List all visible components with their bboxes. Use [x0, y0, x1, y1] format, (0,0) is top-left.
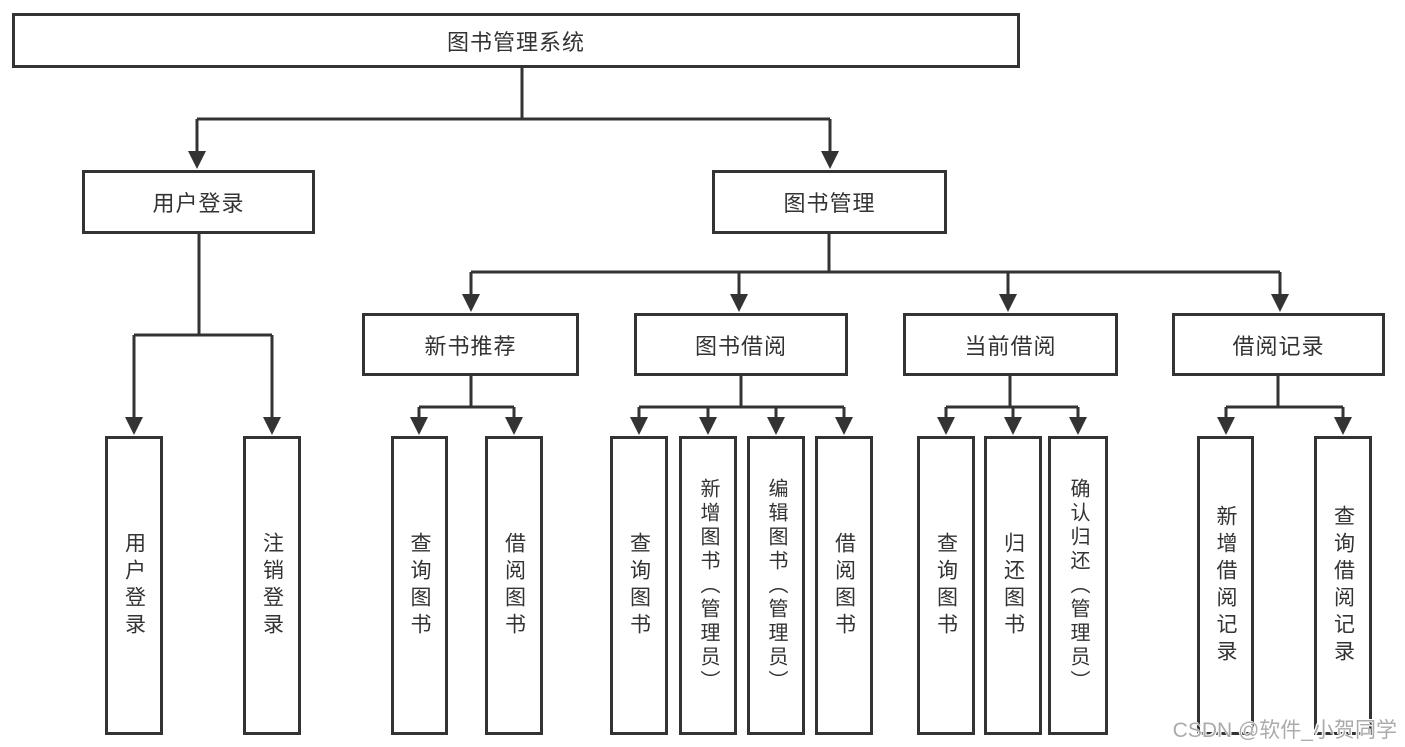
leaf-return-books: 归还图书 — [984, 436, 1042, 735]
node-label: 借阅记录 — [1232, 333, 1325, 359]
node-label: 新书推荐 — [424, 333, 517, 359]
node-label: 确认归还（管理员） — [1067, 477, 1089, 694]
leaf-borrow-books-2: 借阅图书 — [815, 436, 873, 735]
node-book-borrow: 图书借阅 — [634, 313, 848, 376]
node-label: 图书管理 — [783, 191, 876, 216]
node-label: 用户登录 — [152, 191, 245, 216]
node-book-management: 图书管理 — [712, 170, 947, 234]
node-label: 新增借阅记录 — [1214, 504, 1237, 667]
node-label: 用户登录 — [122, 531, 146, 640]
leaf-add-borrow-record: 新增借阅记录 — [1197, 436, 1254, 735]
leaf-query-books-1: 查询图书 — [391, 436, 448, 735]
edge-arrowheads — [125, 151, 1352, 435]
node-label: 当前借阅 — [964, 333, 1057, 359]
leaf-edit-books-admin: 编辑图书（管理员） — [747, 436, 805, 735]
node-label: 查询图书 — [934, 531, 958, 640]
node-label: 借阅图书 — [832, 531, 856, 640]
leaf-confirm-return-admin: 确认归还（管理员） — [1048, 436, 1108, 735]
node-new-book-recommend: 新书推荐 — [362, 313, 579, 376]
leaf-query-books-3: 查询图书 — [917, 436, 975, 735]
node-label: 编辑图书（管理员） — [765, 477, 787, 694]
node-label: 查询图书 — [408, 531, 431, 640]
node-root-library-system: 图书管理系统 — [12, 13, 1020, 68]
node-label: 新增图书（管理员） — [697, 477, 719, 694]
leaf-query-borrow-record: 查询借阅记录 — [1314, 436, 1372, 735]
leaf-user-login: 用户登录 — [105, 436, 163, 735]
node-label: 注销登录 — [260, 531, 284, 640]
leaf-logout: 注销登录 — [243, 436, 301, 735]
node-label: 查询图书 — [627, 531, 651, 640]
node-label: 归还图书 — [1001, 531, 1025, 640]
csdn-watermark: CSDN @软件_小贺同学 — [1172, 719, 1397, 742]
node-borrow-records: 借阅记录 — [1172, 313, 1385, 376]
leaf-query-books-2: 查询图书 — [610, 436, 668, 735]
node-current-borrow: 当前借阅 — [903, 313, 1118, 376]
node-user-login: 用户登录 — [82, 170, 315, 234]
node-label: 查询借阅记录 — [1331, 504, 1355, 667]
node-label: 图书借阅 — [694, 333, 787, 359]
node-label: 图书管理系统 — [446, 29, 585, 55]
node-label: 借阅图书 — [502, 531, 526, 640]
leaf-borrow-books-1: 借阅图书 — [485, 436, 543, 735]
leaf-add-books-admin: 新增图书（管理员） — [679, 436, 737, 735]
